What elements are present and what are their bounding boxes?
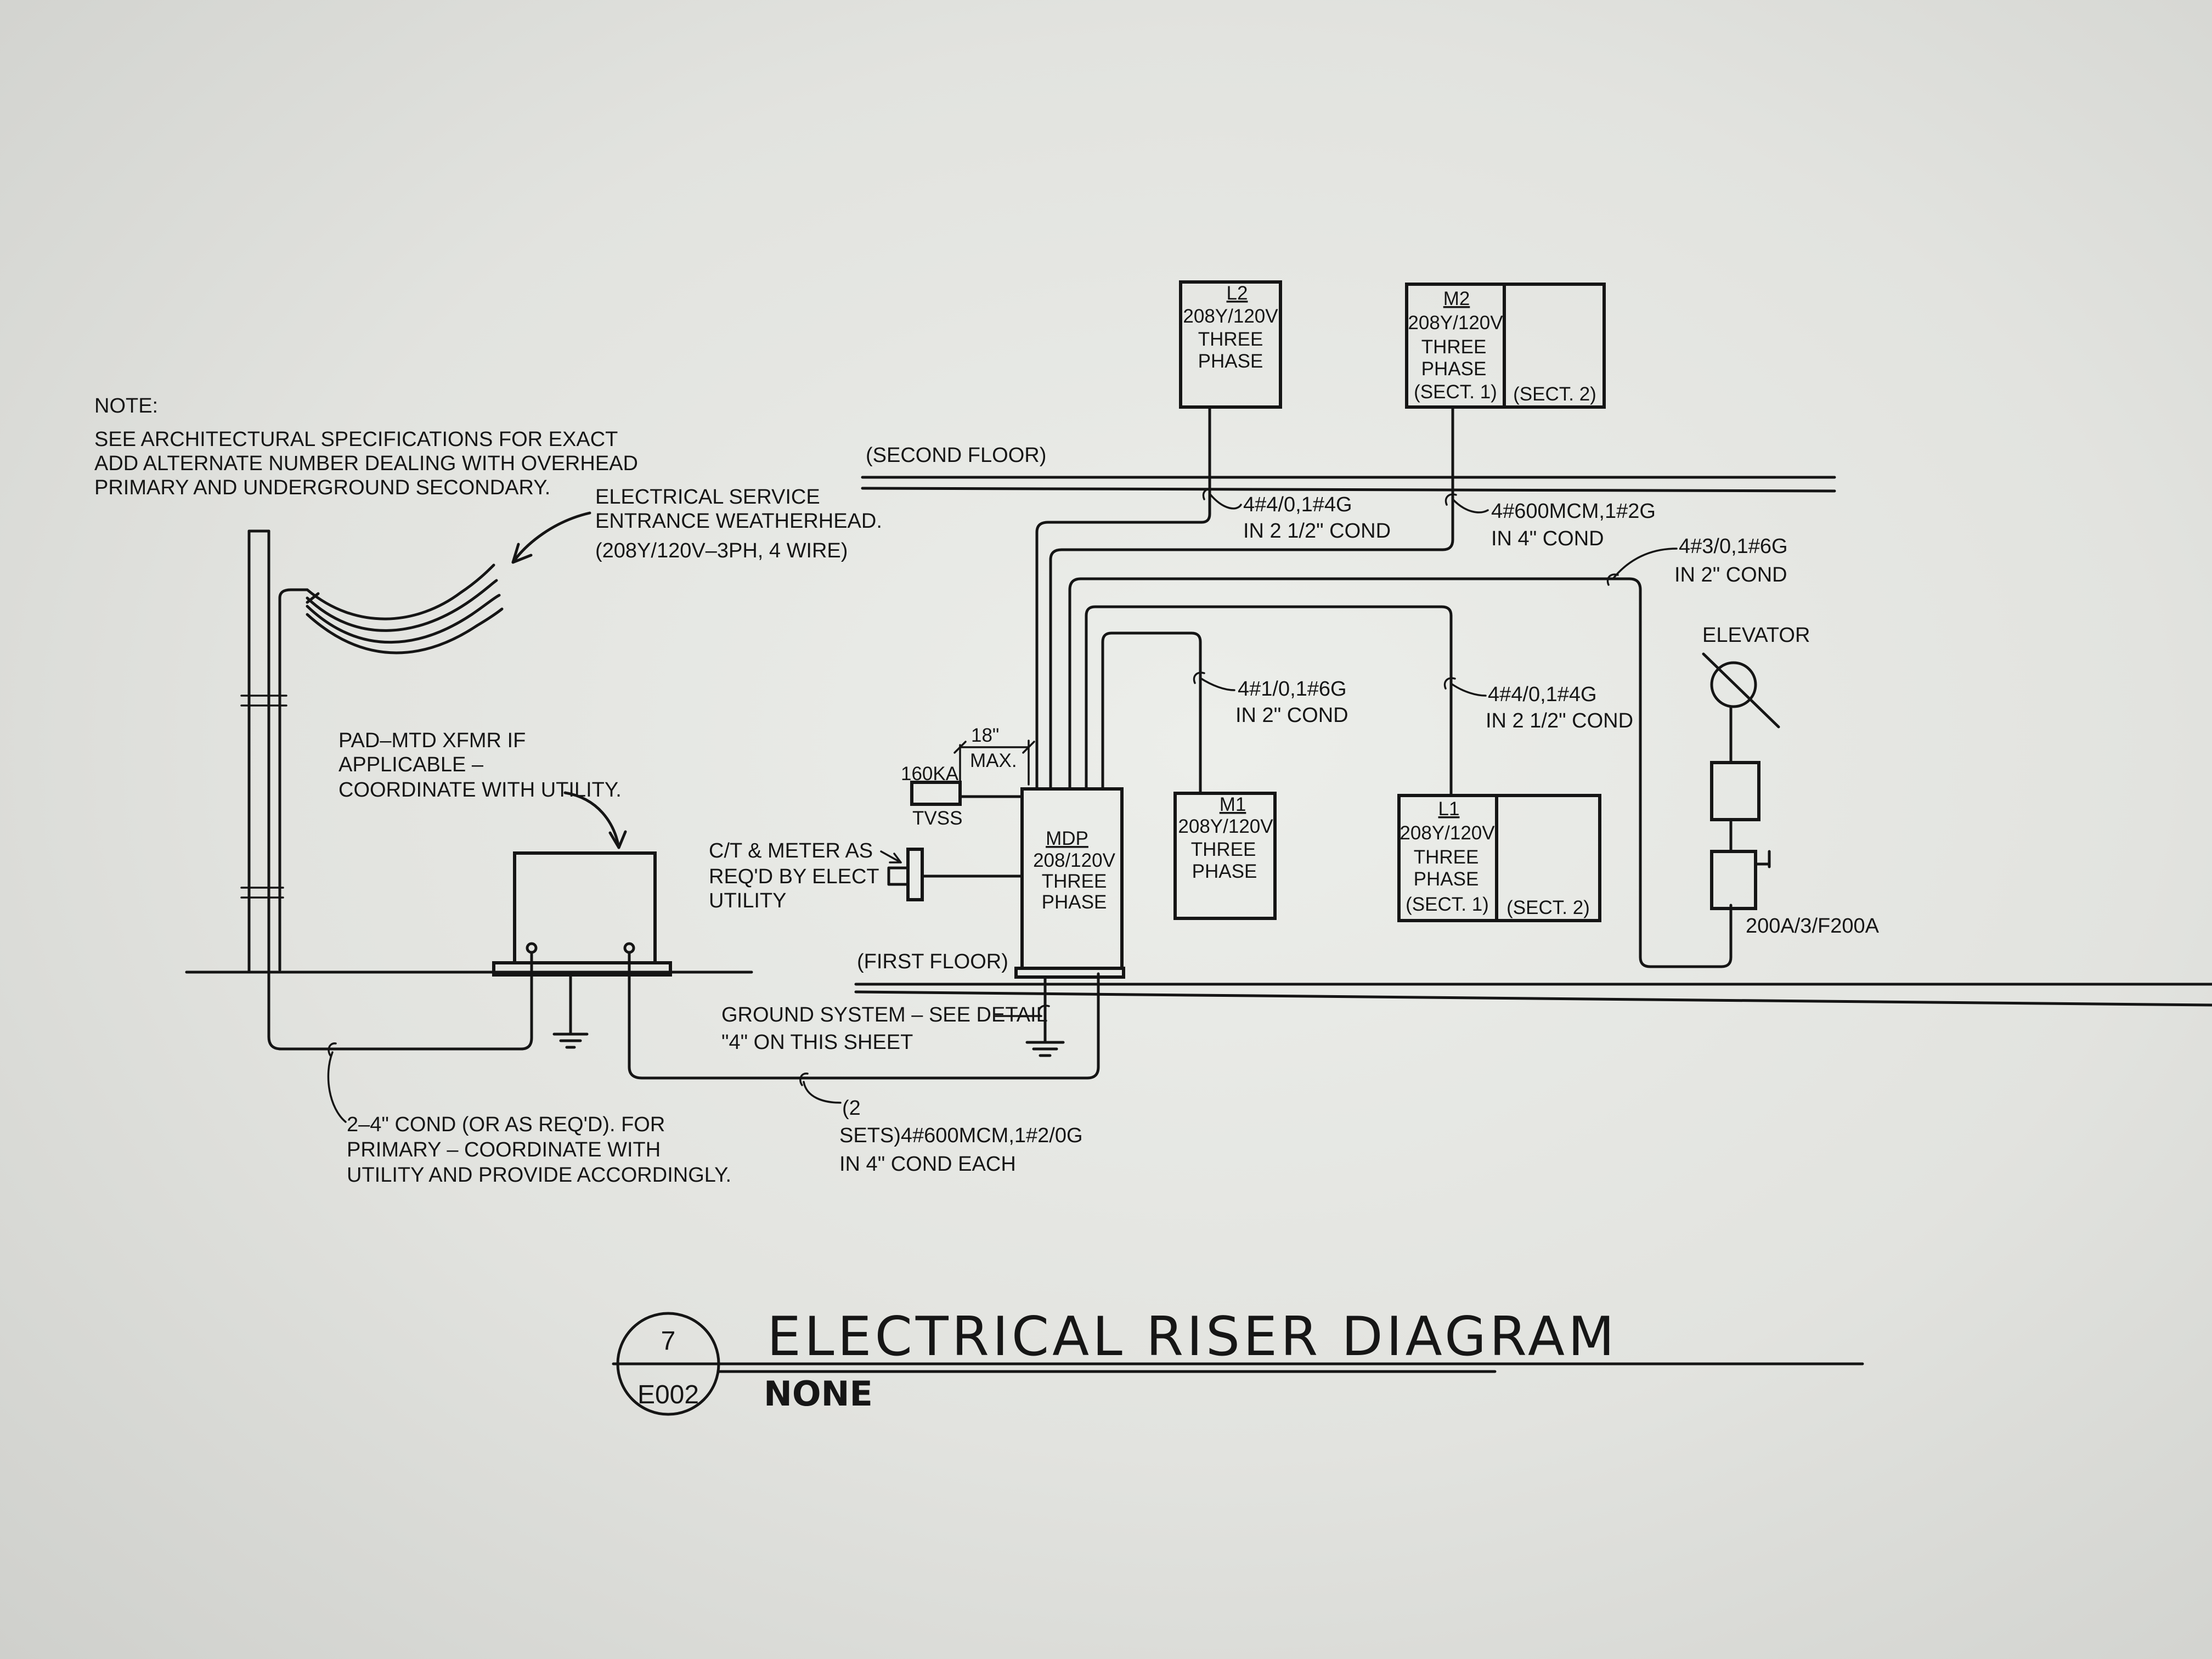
feeder-conductors: 4#1/0,1#6G bbox=[1238, 678, 1347, 701]
note-line: PRIMARY AND UNDERGROUND SECONDARY. bbox=[94, 476, 550, 499]
callout-line: (208Y/120V–3PH, 4 WIRE) bbox=[595, 539, 848, 562]
panel-phase: PHASE bbox=[1198, 351, 1263, 372]
panel-voltage: 208Y/120V bbox=[1400, 822, 1495, 844]
panel-phase: PHASE bbox=[1414, 868, 1479, 890]
note-line: ADD ALTERNATE NUMBER DEALING WITH OVERHE… bbox=[94, 452, 638, 475]
note-heading: NOTE: bbox=[94, 394, 158, 417]
callout-line: 2–4" COND (OR AS REQ'D). FOR bbox=[347, 1113, 665, 1136]
note-line: SEE ARCHITECTURAL SPECIFICATIONS FOR EXA… bbox=[94, 428, 618, 451]
callout-line: ENTRANCE WEATHERHEAD. bbox=[595, 510, 882, 533]
feeder-conductors: 4#600MCM,1#2G bbox=[1491, 500, 1656, 523]
detail-number: 7 bbox=[661, 1327, 676, 1356]
service-conduit bbox=[628, 951, 1100, 1080]
feeder-conduit-size: IN 2" COND bbox=[1674, 563, 1787, 586]
panel-section: (SECT. 1) bbox=[1414, 381, 1497, 403]
weatherhead-callout: ELECTRICAL SERVICE ENTRANCE WEATHERHEAD.… bbox=[511, 486, 882, 564]
service-conduit-callout: (2 SETS)4#600MCM,1#2/0G IN 4" COND EACH bbox=[839, 1097, 1083, 1176]
tvss-device: 160KA TVSS 18" MAX. bbox=[901, 725, 1035, 829]
callout-line: UTILITY bbox=[709, 889, 786, 912]
floor-label: (FIRST FLOOR) bbox=[857, 950, 1008, 973]
elevator-label: ELEVATOR bbox=[1702, 624, 1810, 647]
conduit-tag bbox=[328, 1042, 337, 1057]
panel-phase: PHASE bbox=[1042, 891, 1107, 913]
first-floor-line: (FIRST FLOOR) bbox=[854, 950, 2212, 1007]
feeder-conduit-size: IN 4" COND bbox=[1491, 527, 1604, 550]
panel-phase: THREE bbox=[1414, 847, 1479, 868]
primary-conduit-callout: 2–4" COND (OR AS REQ'D). FOR PRIMARY – C… bbox=[347, 1113, 731, 1187]
leader-line bbox=[803, 1081, 842, 1104]
conduit-tag bbox=[799, 1073, 809, 1086]
panel-phase: THREE bbox=[1042, 871, 1107, 892]
feeder-conduit-size: IN 2 1/2" COND bbox=[1486, 709, 1633, 732]
drawing-title: ELECTRICAL RISER DIAGRAM bbox=[767, 1306, 1618, 1368]
sheet-number: E002 bbox=[637, 1380, 699, 1409]
callout-line: IN 4" COND EACH bbox=[839, 1153, 1016, 1176]
elevator-equipment: ELEVATOR 200A/3/F200A bbox=[1702, 624, 1880, 938]
panel-m1: M1 208Y/120V THREE PHASE bbox=[1173, 792, 1277, 920]
tvss-rating: 160KA bbox=[901, 763, 959, 785]
pad-mounted-transformer bbox=[492, 851, 672, 1049]
callout-line: "4" ON THIS SHEET bbox=[721, 1031, 913, 1054]
callout-line: (2 bbox=[842, 1097, 861, 1120]
general-note: NOTE: SEE ARCHITECTURAL SPECIFICATIONS F… bbox=[94, 394, 638, 499]
callout-line: COORDINATE WITH UTILITY. bbox=[338, 778, 622, 802]
panel-voltage: 208Y/120V bbox=[1183, 306, 1278, 327]
tvss-label: TVSS bbox=[912, 808, 962, 829]
callout-line: APPLICABLE – bbox=[338, 753, 484, 776]
service-drop-wires bbox=[306, 563, 504, 654]
xfmr-callout: PAD–MTD XFMR IF APPLICABLE – COORDINATE … bbox=[338, 729, 627, 849]
dimension-max: MAX. bbox=[970, 750, 1017, 771]
feeder-conduits bbox=[1035, 405, 1733, 968]
title-block: 7 E002 ELECTRICAL RISER DIAGRAM NONE bbox=[612, 1306, 1864, 1416]
panel-voltage: 208Y/120V bbox=[1178, 816, 1273, 837]
leader-line bbox=[327, 1051, 347, 1123]
panel-phase: PHASE bbox=[1421, 358, 1487, 380]
elevator-rating: 200A/3/F200A bbox=[1746, 915, 1880, 938]
panel-mdp: MDP 208/120V THREE PHASE bbox=[1014, 787, 1125, 979]
feeder-labels: 4#4/0,1#4G IN 2 1/2" COND 4#600MCM,1#2G … bbox=[1235, 493, 1788, 732]
panel-name: L2 bbox=[1227, 283, 1248, 304]
feeder-conductors: 4#4/0,1#4G bbox=[1488, 683, 1597, 706]
panel-l2: L2 208Y/120V THREE PHASE bbox=[1179, 280, 1282, 409]
panel-section: (SECT. 1) bbox=[1406, 894, 1489, 915]
panel-name: M1 bbox=[1220, 794, 1246, 815]
panel-name: M2 bbox=[1443, 288, 1470, 309]
panel-name: MDP bbox=[1046, 828, 1088, 849]
feeder-conductors: 4#3/0,1#6G bbox=[1679, 535, 1788, 558]
panel-voltage: 208Y/120V bbox=[1408, 312, 1503, 334]
dimension-value: 18" bbox=[971, 725, 999, 746]
second-floor-line: (SECOND FLOOR) bbox=[861, 444, 1836, 493]
feeder-conduit-size: IN 2 1/2" COND bbox=[1243, 520, 1391, 543]
feeder-conductors: 4#4/0,1#4G bbox=[1243, 493, 1352, 516]
callout-line: C/T & METER AS bbox=[709, 839, 873, 862]
feeder-conduit-size: IN 2" COND bbox=[1235, 704, 1348, 727]
panel-phase: THREE bbox=[1198, 329, 1263, 350]
utility-pole bbox=[240, 529, 309, 974]
callout-line: REQ'D BY ELECT bbox=[709, 865, 879, 888]
panel-phase: PHASE bbox=[1192, 861, 1257, 882]
primary-conduit bbox=[267, 951, 533, 1051]
panel-phase: THREE bbox=[1421, 336, 1487, 358]
panel-m2: M2 208Y/120V THREE PHASE (SECT. 1) (SECT… bbox=[1405, 283, 1606, 409]
panel-voltage: 208/120V bbox=[1033, 850, 1116, 871]
callout-line: UTILITY AND PROVIDE ACCORDINGLY. bbox=[347, 1164, 731, 1187]
ct-meter: C/T & METER AS REQ'D BY ELECT UTILITY bbox=[709, 839, 1024, 912]
floor-label: (SECOND FLOOR) bbox=[866, 444, 1046, 467]
callout-line: SETS)4#600MCM,1#2/0G bbox=[839, 1124, 1083, 1147]
panel-section: (SECT. 2) bbox=[1513, 383, 1596, 405]
panel-l1: L1 208Y/120V THREE PHASE (SECT. 1) (SECT… bbox=[1397, 794, 1601, 922]
callout-line: PRIMARY – COORDINATE WITH bbox=[347, 1138, 661, 1161]
callout-line: PAD–MTD XFMR IF bbox=[338, 729, 526, 752]
callout-line: GROUND SYSTEM – SEE DETAIL bbox=[721, 1003, 1048, 1026]
callout-line: ELECTRICAL SERVICE bbox=[595, 486, 820, 509]
panel-name: L1 bbox=[1438, 798, 1460, 820]
panel-phase: THREE bbox=[1191, 839, 1256, 860]
drawing-scale: NONE bbox=[764, 1374, 873, 1414]
panel-section: (SECT. 2) bbox=[1506, 897, 1590, 918]
ground-system: GROUND SYSTEM – SEE DETAIL "4" ON THIS S… bbox=[721, 975, 1065, 1057]
feeder-tags bbox=[1193, 488, 1678, 697]
